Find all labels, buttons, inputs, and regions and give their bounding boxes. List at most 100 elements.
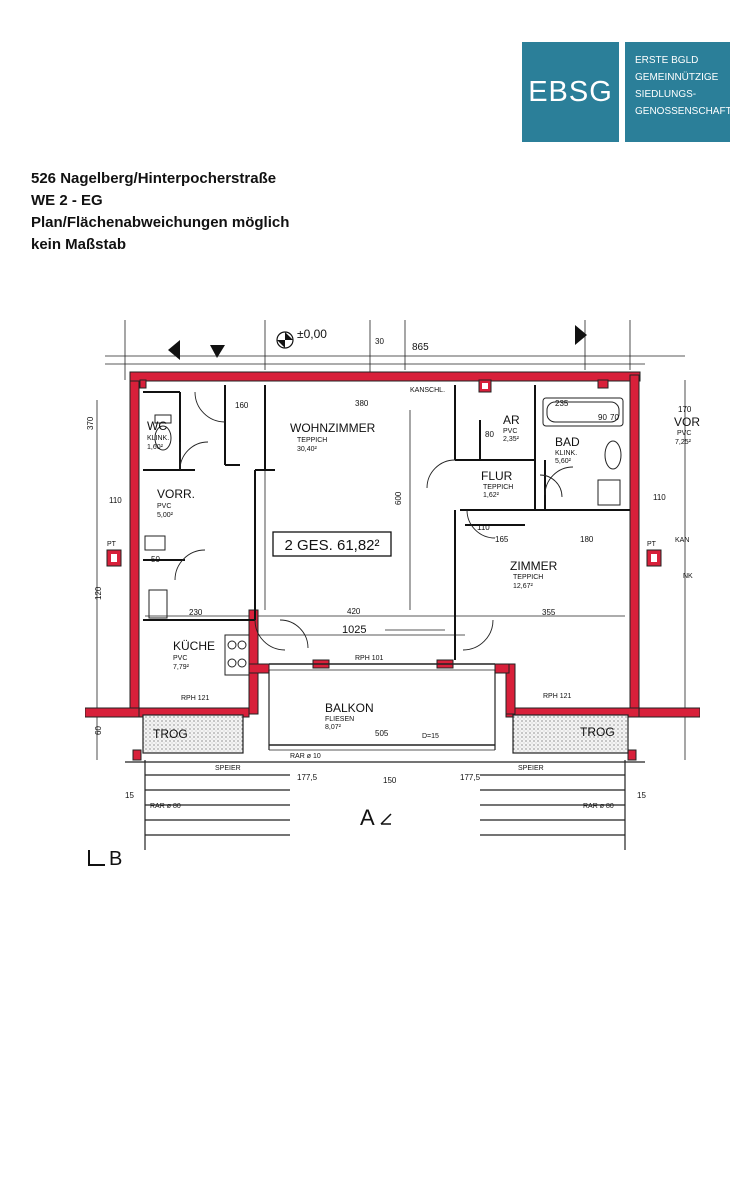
unit-line: WE 2 - EG [31, 192, 103, 209]
kanschl-label: KANSCHL. [410, 387, 445, 394]
dim-110-flur: 110 [477, 523, 490, 532]
dim-80: 80 [485, 430, 494, 439]
dim-150: 150 [383, 776, 397, 785]
floor-plan-drawing: 2 GES. 61,82² ±0,00 A B WOHNZIMMER TEPPI… [85, 320, 700, 870]
rar-10-label: RAR ø 10 [290, 753, 321, 760]
dim-90: 90 [598, 413, 607, 422]
room-ar-name: AR [503, 413, 520, 427]
deviation-note: Plan/Flächenabweichungen möglich [31, 214, 290, 231]
view-arrow-left-icon [168, 340, 180, 360]
dim-60: 60 [94, 726, 103, 735]
room-ar-area: 2,35² [503, 436, 520, 443]
dim-865: 865 [412, 342, 429, 353]
dim-1025: 1025 [342, 624, 366, 636]
dim-177-5-left: 177,5 [297, 773, 318, 782]
fixtures [144, 397, 624, 676]
dim-70: 70 [610, 413, 619, 422]
room-wc-floor: KLINK. [147, 435, 169, 442]
pt-column-core [111, 554, 117, 562]
total-area: 2 GES. 61,82² [284, 537, 379, 554]
rph-121-label-left: RPH 121 [181, 695, 210, 702]
dim-355: 355 [542, 608, 556, 617]
room-vorr-area: 5,00² [157, 512, 174, 519]
room-bad-area: 5,60² [555, 458, 572, 465]
view-arrow-icon [575, 325, 587, 345]
room-balkon-area: 8,07² [325, 724, 342, 731]
room-wohnzimmer-name: WOHNZIMMER [290, 421, 376, 435]
logo-text-block: ERSTE BGLD GEMEINNÜTZIGE SIEDLUNGS- GENO… [625, 42, 732, 142]
logo-line: ERSTE BGLD [635, 55, 699, 66]
room-vorr-name: VORR. [157, 487, 195, 501]
address-line: 526 Nagelberg/Hinterpocherstraße [31, 170, 277, 187]
elevation-marker-fill [277, 332, 293, 348]
rar-80-label-left: RAR ø 80 [150, 803, 181, 810]
dim-160: 160 [235, 401, 249, 410]
dim-230: 230 [189, 608, 203, 617]
dim-380: 380 [355, 399, 369, 408]
floor-plan: 2 GES. 61,82² ±0,00 A B WOHNZIMMER TEPPI… [85, 320, 700, 872]
pt-label-left: PT [107, 541, 117, 548]
d15-label: D=15 [422, 733, 439, 740]
dim-420: 420 [347, 607, 361, 616]
room-ar-floor: PVC [503, 428, 517, 435]
room-vor-right-name: VOR [674, 415, 700, 429]
logo-line: GENOSSENSCHAFT [635, 106, 732, 117]
dim-505: 505 [375, 729, 389, 738]
room-kueche-name: KÜCHE [173, 639, 215, 653]
room-balkon-name: BALKON [325, 701, 374, 715]
room-flur-floor: TEPPICH [483, 484, 513, 491]
room-vorr-floor: PVC [157, 503, 171, 510]
entrance-steps [125, 760, 645, 850]
room-balkon-floor: FLIESEN [325, 716, 354, 723]
room-kueche-area: 7,79² [173, 664, 190, 671]
room-wohnzimmer-floor: TEPPICH [297, 437, 327, 444]
door-swings [174, 391, 574, 651]
document-header: 526 Nagelberg/Hinterpocherstraße WE 2 - … [31, 168, 289, 256]
dim-170: 170 [678, 405, 692, 414]
room-bad-floor: KLINK. [555, 450, 577, 457]
trog-label-left: TROG [153, 727, 188, 741]
scale-note: kein Maßstab [31, 236, 127, 253]
dim-600: 600 [394, 491, 403, 505]
dim-30: 30 [375, 337, 384, 346]
logo-line: GEMEINNÜTZIGE [635, 72, 719, 83]
planter-trough-left [142, 714, 244, 754]
dimension-labels: 865 380 600 1025 420 230 355 505 150 177… [86, 337, 692, 800]
balcony-area [268, 663, 496, 751]
dim-110-left: 110 [109, 496, 122, 505]
plan-annotations: TROG TROG PT PT KANSCHL. SPEIER SPEIER K… [107, 387, 693, 810]
room-vor-right-floor: PVC [677, 430, 691, 437]
room-vor-right-area: 7,25² [675, 439, 692, 446]
dim-165: 165 [495, 535, 509, 544]
section-marker-b: B [109, 848, 122, 870]
planter-trough-right [512, 714, 629, 754]
room-wc-name: WC [147, 419, 167, 433]
exterior-walls [85, 371, 700, 761]
dim-177-5-right: 177,5 [460, 773, 481, 782]
pt-label-right: PT [647, 541, 657, 548]
dim-50: 50 [151, 555, 160, 564]
section-marker-a: A [360, 805, 375, 830]
dim-110-right: 110 [653, 493, 666, 502]
dimension-lines [96, 320, 686, 760]
ebsg-logo: EBSG ERSTE BGLD GEMEINNÜTZIGE SIEDLUNGS-… [522, 42, 732, 142]
room-flur-area: 1,62² [483, 492, 500, 499]
room-kueche-floor: PVC [173, 655, 187, 662]
room-zimmer-name: ZIMMER [510, 559, 558, 573]
trog-label-right: TROG [580, 725, 615, 739]
room-labels: WOHNZIMMER TEPPICH 30,40² WC KLINK. 1,60… [147, 413, 700, 731]
dim-235: 235 [555, 399, 569, 408]
kan-label: KAN [675, 537, 689, 544]
speier-label-left: SPEIER [215, 765, 241, 772]
room-flur-name: FLUR [481, 469, 513, 483]
chimney-core [482, 383, 488, 389]
room-zimmer-floor: TEPPICH [513, 574, 543, 581]
dim-370: 370 [86, 416, 95, 430]
rph-101-label: RPH 101 [355, 655, 384, 662]
section-b-arrow-icon [88, 850, 105, 866]
north-arrow-icon [210, 345, 225, 358]
speier-label-right: SPEIER [518, 765, 544, 772]
total-area-box [272, 531, 392, 557]
dim-15-left: 15 [125, 791, 134, 800]
nk-label: NK [683, 573, 693, 580]
